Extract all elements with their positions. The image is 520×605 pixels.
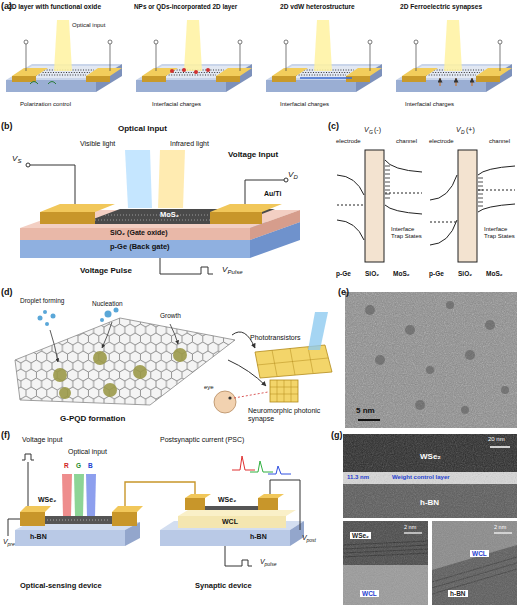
subscript: G	[369, 130, 373, 136]
text-label: Visible light	[80, 140, 115, 148]
text-label: 2 nm	[404, 524, 416, 530]
subscript: post	[307, 538, 316, 544]
panel-letter: (e)	[338, 287, 349, 297]
text-label: Voltage Pulse	[80, 266, 132, 275]
text-label: Interface Trap States	[391, 226, 423, 240]
text-label: Synaptic device	[195, 582, 252, 591]
text-label: B	[88, 462, 93, 469]
image-tag: WCL	[360, 590, 379, 597]
panel-letter: (d)	[1, 287, 13, 297]
text-label: WSe₂	[218, 496, 236, 504]
text-label: V	[222, 265, 227, 274]
text-label: Neuromorphic photonic synapse	[248, 407, 336, 423]
text-label: 2 nm	[494, 524, 506, 530]
text-label: channel	[489, 138, 510, 145]
subscript: D	[294, 174, 298, 181]
text-label: channel	[396, 138, 417, 145]
subscript: pulse	[265, 562, 277, 568]
text-label: 2D layer with functional oxide	[8, 3, 101, 11]
text-label: Voltage input	[22, 436, 62, 444]
subscript: Pulse	[228, 269, 243, 276]
text-label: G	[76, 462, 81, 469]
band-diagrams-c	[337, 150, 515, 262]
text-label: Optical input	[72, 22, 105, 29]
text-label: Nucleation	[92, 300, 123, 307]
text-label: Polarization control	[20, 101, 71, 108]
text-label: V	[12, 154, 17, 163]
device-schematic-f	[8, 454, 304, 566]
text-label: h-BN	[30, 533, 47, 541]
text-label: WSe₂	[420, 452, 441, 461]
text-label: V	[288, 170, 293, 179]
phototransistor-device-b	[20, 150, 300, 274]
subscript: pre	[8, 542, 15, 548]
panel-letter: (g)	[331, 430, 343, 440]
text-label: Interfacial charges	[152, 101, 201, 108]
text-label: V	[364, 126, 369, 134]
text-label: 20 nm	[488, 436, 505, 443]
subscript: D	[461, 130, 465, 136]
text-label: NPs or QDs-incorporated 2D layer	[134, 3, 237, 10]
text-label: MoS₂	[160, 211, 179, 220]
text-label: Postsynaptic current (PSC)	[160, 436, 244, 444]
subscript: S	[18, 158, 22, 165]
text-label: MoS₂	[486, 270, 503, 277]
text-label: SiO₂	[365, 270, 379, 277]
text-label: MoS₂	[393, 270, 410, 277]
text-label: Optical Input	[118, 124, 167, 133]
text-label: h-BN	[420, 498, 439, 507]
text-label: p-Ge (Back gate)	[110, 243, 170, 252]
text-label: Interfacial charges	[405, 101, 454, 108]
text-label: V	[456, 126, 461, 134]
text-label: Phototransistors	[250, 334, 301, 342]
device-schematics-a	[6, 20, 512, 92]
text-label: h-BN	[250, 533, 267, 541]
text-label: 2D Ferroelectric synapses	[400, 3, 482, 11]
text-label: SiO₂ (Gate oxide)	[110, 229, 168, 237]
text-label: p-Ge	[336, 270, 351, 277]
text-label: eye	[204, 384, 214, 391]
text-label: Optical input	[68, 448, 107, 456]
text-label: electrode	[336, 138, 361, 145]
image-tag: WCL	[470, 550, 489, 557]
text-label: Voltage Input	[228, 150, 278, 159]
panel-letter: (b)	[1, 121, 13, 131]
text-label: WSe₂	[38, 496, 56, 504]
text-label: 2D vdW heterostructure	[280, 3, 355, 11]
text-label: Infrared light	[170, 140, 209, 148]
text-label: SiO₂	[458, 270, 472, 277]
text-label: R	[64, 462, 69, 469]
text-label: V	[302, 534, 307, 542]
text-label: (+)	[466, 126, 475, 134]
text-label: V	[260, 558, 265, 566]
text-label: p-Ge	[429, 270, 444, 277]
text-label: Droplet forming	[20, 297, 64, 304]
text-label: Growth	[160, 312, 181, 319]
text-label: Interfacial charges	[280, 101, 329, 108]
image-tag: h-BN	[448, 590, 468, 597]
image-tag: WSe₂	[350, 532, 371, 539]
tem-image-e	[345, 292, 517, 428]
text-label: (-)	[374, 126, 381, 134]
text-label: WCL	[222, 518, 238, 526]
text-label: V	[3, 538, 8, 546]
tem-images-g	[343, 434, 517, 605]
panel-letter: (f)	[1, 430, 10, 440]
text-label: G-PQD formation	[60, 414, 125, 423]
text-label: Interface Trap States	[484, 226, 516, 240]
graphene-pqd-d	[15, 308, 332, 414]
text-label: Au/Ti	[264, 190, 281, 198]
text-label: 5 nm	[356, 406, 375, 415]
text-label: electrode	[429, 138, 454, 145]
text-label: 11.3 nm	[347, 474, 369, 481]
panel-letter: (c)	[328, 121, 339, 131]
text-label: Optical-sensing device	[20, 582, 102, 591]
text-label: Weight control layer	[392, 474, 450, 481]
